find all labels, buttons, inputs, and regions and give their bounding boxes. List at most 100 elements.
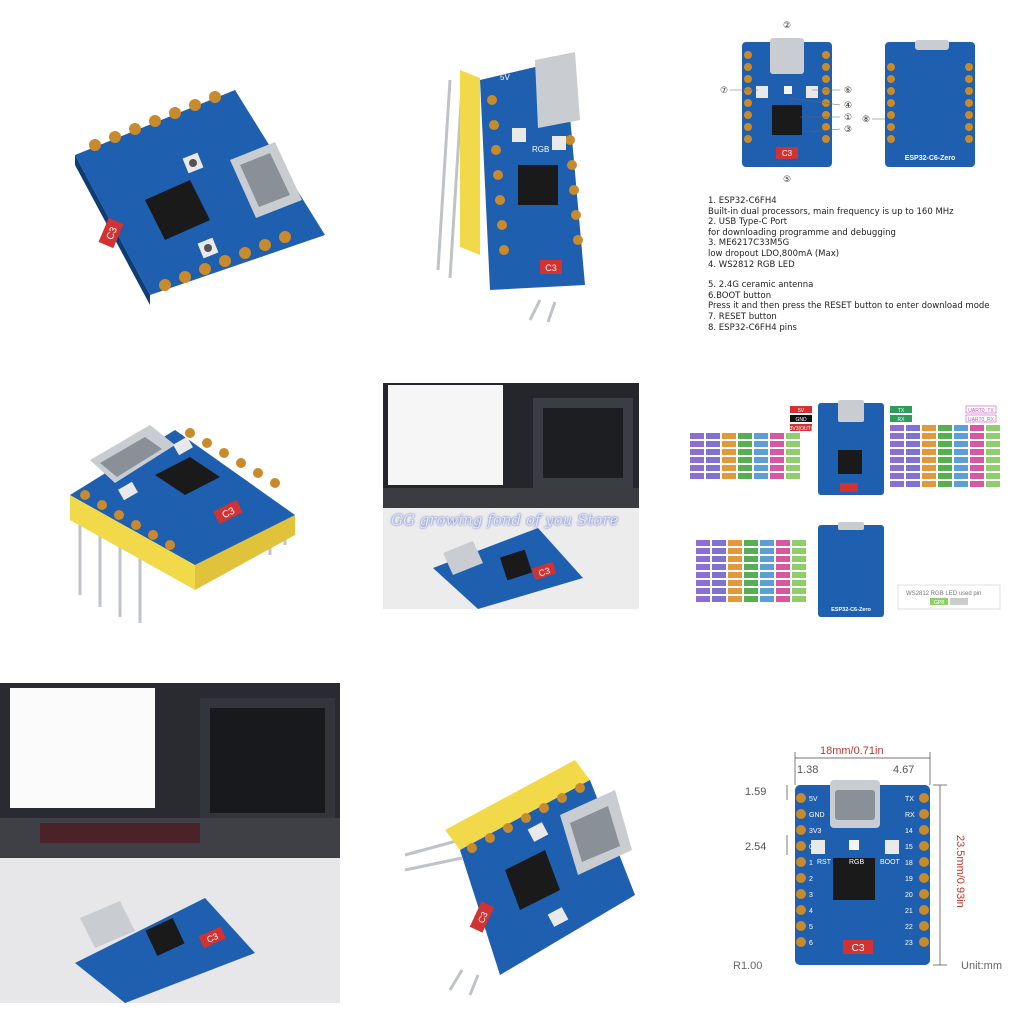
pin-function-tag xyxy=(722,441,736,447)
pin-function-tag xyxy=(970,473,984,479)
pin-function-tag xyxy=(776,588,790,594)
pin-function-tag xyxy=(776,548,790,554)
pin-function-tag xyxy=(760,564,774,570)
pin-pad xyxy=(796,809,806,819)
model-label: ESP32-C6-Zero xyxy=(831,607,871,613)
pin-function-tag xyxy=(786,457,800,463)
pin-pad xyxy=(919,825,929,835)
left-pin-label: 3V3 xyxy=(809,828,822,835)
feature-line: Built-in dual processors, main frequency… xyxy=(708,206,954,217)
pitch: 2.54 xyxy=(745,841,766,853)
pin-function-tag xyxy=(744,580,758,586)
pin-function-tag xyxy=(922,457,936,463)
pin-function-tag xyxy=(738,473,752,479)
ws2812-pin: GP8 xyxy=(934,600,944,606)
pin-function-tag xyxy=(754,473,768,479)
pin-function-tag xyxy=(754,433,768,439)
pin-function-tag xyxy=(906,465,920,471)
pin-function-tag xyxy=(744,540,758,546)
five-v-label: 5V xyxy=(500,73,510,82)
pin-function-tag xyxy=(696,564,710,570)
pin-function-tag xyxy=(744,564,758,570)
pin-function-tag xyxy=(954,425,968,431)
pin-function-tag xyxy=(890,433,904,439)
right-pin-label: RX xyxy=(905,812,915,819)
pin-function-tag xyxy=(722,433,736,439)
pin-uart-rx: UART0_RX xyxy=(968,417,995,423)
pin-function-tag xyxy=(770,449,784,455)
pin-function-tag xyxy=(770,457,784,463)
right-pin-label: 20 xyxy=(905,892,913,899)
pin-function-tag xyxy=(792,564,806,570)
left-pin-label: 5 xyxy=(809,924,813,931)
pin-function-tag xyxy=(954,433,968,439)
lifestyle-photo-desk-dark: C3 xyxy=(0,683,340,1003)
ws2812-note: WS2812 RGB LED used pin xyxy=(906,591,981,597)
pin-function-tag xyxy=(890,465,904,471)
pin-function-tag xyxy=(922,433,936,439)
pin-function-tag xyxy=(954,481,968,487)
pin-pad xyxy=(796,889,806,899)
feature-line: 4. WS2812 RGB LED xyxy=(708,259,795,270)
pin-pad xyxy=(796,937,806,947)
pin-function-tag xyxy=(712,564,726,570)
pin-function-tag xyxy=(792,540,806,546)
right-pin-label: 15 xyxy=(905,844,913,851)
left-pin-label: 2 xyxy=(809,876,813,883)
pin-function-tag xyxy=(696,556,710,562)
right-pin-label: TX xyxy=(905,796,914,803)
product-photo-side: C3 xyxy=(400,720,640,1000)
pin-function-tag xyxy=(776,540,790,546)
pin-function-tag xyxy=(954,465,968,471)
pin-3v3: 3V3(OUT) xyxy=(790,426,813,432)
pin-pad xyxy=(919,793,929,803)
right-offset: 4.67 xyxy=(893,764,914,776)
pin-function-tag xyxy=(706,465,720,471)
boot-label: BOOT xyxy=(880,859,901,866)
callout-5: ⑤ xyxy=(783,175,791,185)
feature-line: 3. ME6217C33M5G xyxy=(708,238,790,249)
right-pin-label: 23 xyxy=(905,940,913,947)
product-photo-headers: C3 5V RGB xyxy=(420,40,660,340)
rst-label: RST xyxy=(817,859,832,866)
pin-function-tag xyxy=(938,473,952,479)
pin-function-tag xyxy=(770,465,784,471)
pin-function-tag xyxy=(986,441,1000,447)
pin-function-tag xyxy=(712,540,726,546)
pin-function-tag xyxy=(786,449,800,455)
pin-function-tag xyxy=(690,449,704,455)
pin-pad xyxy=(919,921,929,931)
pin-function-tag xyxy=(690,433,704,439)
pin-function-tag xyxy=(712,548,726,554)
pin-pad xyxy=(796,825,806,835)
left-pin-label: 1 xyxy=(809,860,813,867)
pin-pad xyxy=(919,809,929,819)
pin-function-tag xyxy=(890,425,904,431)
rgb-label: RGB xyxy=(849,859,865,866)
pin-function-tag xyxy=(786,441,800,447)
pin-function-tag xyxy=(712,580,726,586)
pin-pad xyxy=(796,793,806,803)
pin-function-tag xyxy=(754,457,768,463)
pin-function-tag xyxy=(986,465,1000,471)
pin-function-tag xyxy=(922,481,936,487)
feature-line: 1. ESP32-C6FH4 xyxy=(708,196,777,206)
pin-function-tag xyxy=(970,449,984,455)
pin-pad xyxy=(919,905,929,915)
pin-function-tag xyxy=(906,425,920,431)
pin-function-tag xyxy=(922,425,936,431)
pin-function-tag xyxy=(906,473,920,479)
c3-label: C3 xyxy=(205,931,220,945)
callout-8: ⑧ xyxy=(862,115,870,125)
pin-function-tag xyxy=(986,481,1000,487)
right-pin-label: 18 xyxy=(905,860,913,867)
pin-function-tag xyxy=(986,433,1000,439)
unit-label: Unit:mm xyxy=(961,960,1002,972)
pin-function-tag xyxy=(954,449,968,455)
pin-function-tag xyxy=(970,425,984,431)
pin-pad xyxy=(919,873,929,883)
pin-function-tag xyxy=(738,441,752,447)
pin-function-tag xyxy=(906,481,920,487)
pin-function-tag xyxy=(890,449,904,455)
pin-function-tag xyxy=(938,449,952,455)
